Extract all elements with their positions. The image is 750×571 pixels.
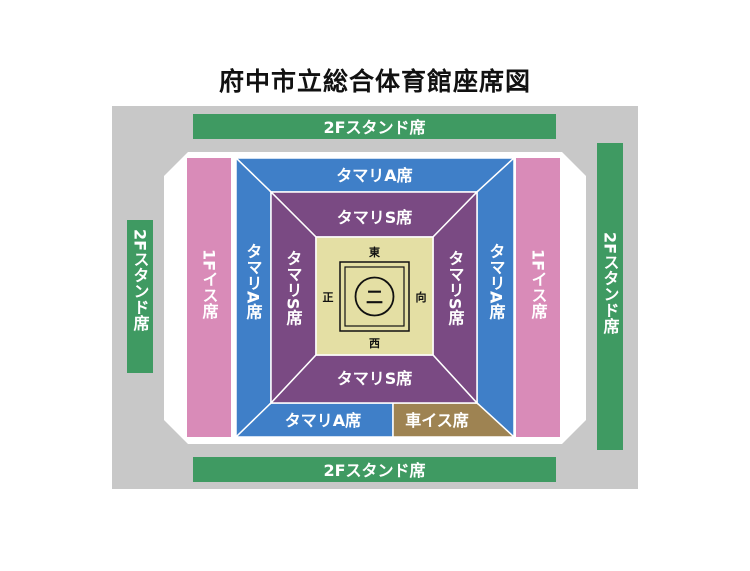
wheelchair-label: 車イス席: [405, 411, 469, 430]
tamari-s-bottom-label: タマリS席: [337, 369, 413, 388]
stand-2f-right[interactable]: [597, 143, 623, 450]
page-title: 府中市立総合体育館座席図: [218, 67, 531, 96]
dohyo-inner-square: [344, 266, 405, 327]
tamari-s-right-label: タマリS席: [446, 250, 465, 327]
direction-west: 西: [369, 337, 380, 350]
direction-facing: 向: [416, 290, 427, 304]
tamari-a-right-label: タマリA席: [487, 243, 506, 320]
tamari-s-top-label: タマリS席: [337, 208, 413, 227]
stand-2f-left-label: 2Fスタンド席: [131, 229, 150, 332]
stand-2f-left[interactable]: [127, 220, 153, 373]
chair-1f-right[interactable]: [516, 158, 560, 437]
dohyo-center-mark: 二: [366, 288, 383, 308]
chair-1f-left-label: 1Fイス席: [200, 249, 219, 320]
dohyo-circle: [354, 276, 395, 317]
direction-front: 正: [323, 291, 334, 304]
direction-east: 東: [369, 245, 381, 259]
dohyo-outer-square: [339, 261, 410, 332]
stand-2f-top[interactable]: [193, 114, 556, 139]
tamari-s-left-label: タマリS席: [284, 250, 303, 327]
stand-2f-bottom-label: 2Fスタンド席: [323, 461, 425, 480]
stand-2f-right-label: 2Fスタンド席: [601, 232, 620, 335]
chair-1f-right-label: 1Fイス席: [529, 249, 548, 320]
stand-2f-top-label: 2Fスタンド席: [323, 118, 425, 137]
tamari-a-top-label: タマリA席: [336, 166, 412, 185]
tamari-a-bottom-label: タマリA席: [285, 411, 361, 430]
dohyo-area: [315, 236, 434, 356]
chair-1f-left[interactable]: [187, 158, 231, 437]
tamari-a-left-label: タマリA席: [244, 243, 263, 320]
stand-2f-bottom[interactable]: [193, 457, 556, 482]
